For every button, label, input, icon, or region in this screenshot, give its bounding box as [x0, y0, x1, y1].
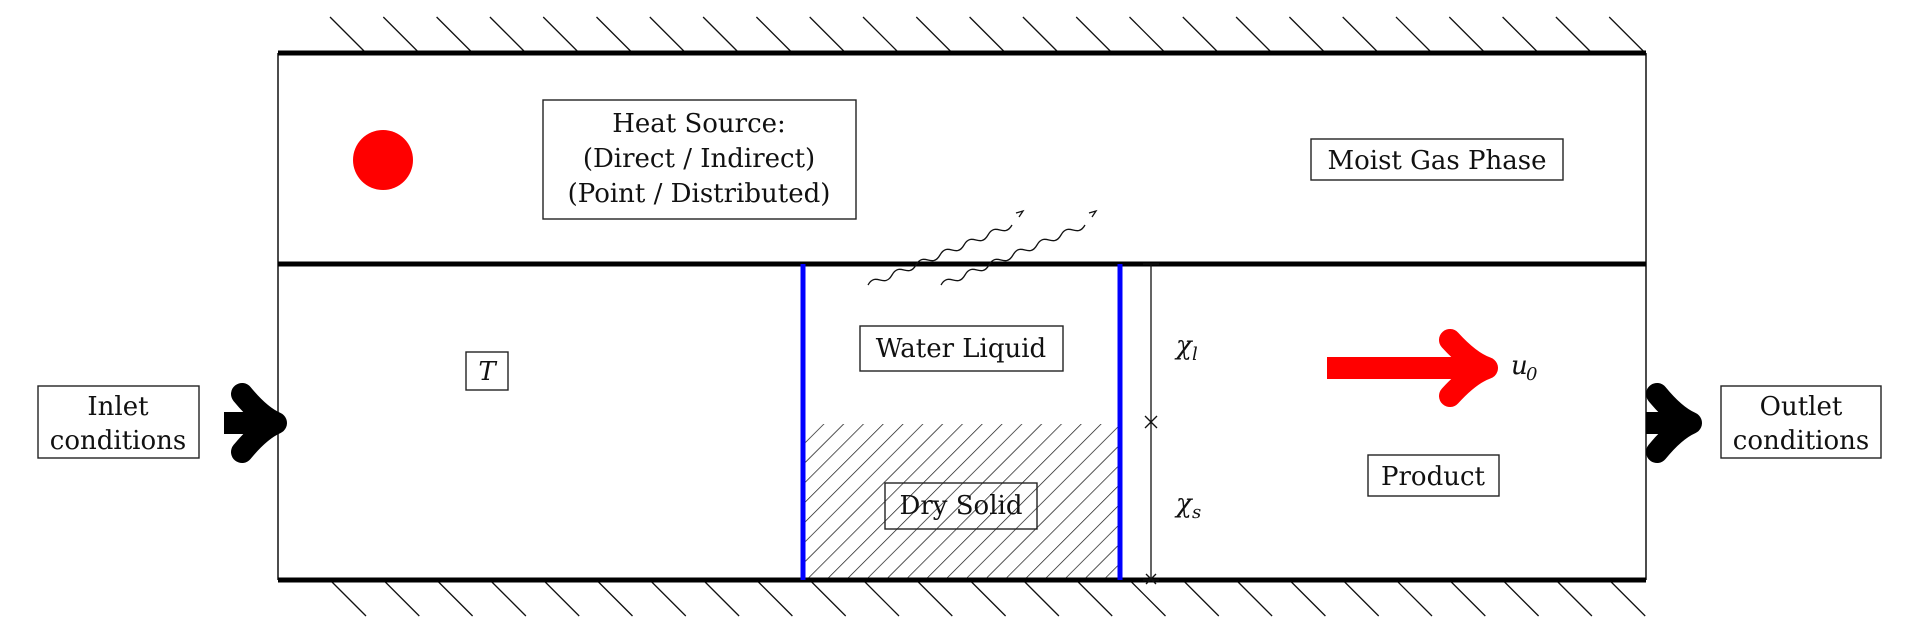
outlet-label: Outlet conditions — [1720, 385, 1882, 459]
hatch-stroke — [436, 579, 474, 617]
dry-solid-text: Dry Solid — [900, 491, 1023, 521]
hatch-stroke — [382, 579, 420, 617]
chi-s-label: χ s — [1174, 489, 1201, 523]
hatch-stroke — [436, 16, 474, 54]
product-label: Product — [1367, 454, 1500, 497]
hatch-stroke — [1235, 16, 1273, 54]
hatch-stroke — [1129, 579, 1166, 617]
hatch-stroke — [862, 16, 900, 54]
hatch-stroke — [1022, 16, 1060, 54]
inlet-label: Inlet conditions — [37, 385, 200, 459]
hatch-stroke — [1502, 16, 1540, 54]
hatch-stroke — [809, 16, 847, 54]
heat-source-line-3: (Point / Distributed) — [568, 179, 831, 209]
product-text: Product — [1381, 462, 1486, 492]
hatch-stroke — [969, 579, 1007, 617]
hatch-stroke — [702, 16, 740, 54]
hatch-stroke — [1235, 579, 1273, 617]
hatch-stroke — [1608, 579, 1646, 617]
hatch-stroke — [1342, 16, 1380, 54]
inlet-arrow-icon — [224, 383, 287, 463]
temperature-label: T — [465, 351, 509, 391]
hatch-stroke — [1182, 16, 1220, 54]
hatch-stroke — [1075, 16, 1113, 54]
hatch-stroke — [329, 16, 367, 54]
hatch-stroke — [915, 579, 953, 617]
heat-source-label: Heat Source: (Direct / Indirect) (Point … — [542, 99, 857, 220]
hatch-stroke — [1129, 16, 1166, 54]
thickness-dimension — [1143, 263, 1159, 585]
hatch-stroke — [1395, 579, 1433, 617]
hatch-stroke — [1288, 579, 1326, 617]
hatch-stroke — [1448, 579, 1486, 617]
water-liquid-text: Water Liquid — [876, 334, 1046, 364]
chi-s-symbol: χ — [1174, 489, 1194, 519]
hatch-stroke — [755, 579, 793, 617]
hatch-stroke — [1555, 579, 1593, 617]
outlet-line-1: Outlet — [1760, 392, 1843, 422]
hatch-stroke — [1502, 579, 1540, 617]
heat-source-dot-icon — [353, 130, 413, 190]
hatch-stroke — [489, 579, 527, 617]
hatch-stroke — [596, 579, 633, 617]
velocity-symbol: u — [1511, 351, 1528, 381]
hatch-stroke — [1448, 16, 1486, 54]
hatch-stroke — [969, 16, 1007, 54]
hatch-stroke — [542, 16, 580, 54]
inlet-line-2: conditions — [50, 426, 186, 456]
radiation-icon — [867, 209, 1098, 286]
water-liquid-label: Water Liquid — [859, 325, 1064, 372]
hatch-stroke — [915, 16, 953, 54]
flow-arrow-icon — [1327, 329, 1498, 407]
velocity-subscript: 0 — [1526, 364, 1537, 385]
temperature-symbol: T — [478, 357, 497, 387]
hatch-stroke — [1022, 579, 1060, 617]
dry-solid-label: Dry Solid — [884, 482, 1038, 530]
velocity-label: u 0 — [1511, 351, 1537, 385]
inlet-line-1: Inlet — [87, 392, 149, 422]
hatch-stroke — [489, 16, 527, 54]
heat-source-line-2: (Direct / Indirect) — [583, 144, 815, 174]
hatch-stroke — [755, 16, 793, 54]
hatch-stroke — [1075, 579, 1113, 617]
hatch-stroke — [1395, 16, 1433, 54]
outlet-line-2: conditions — [1733, 426, 1869, 456]
chi-l-symbol: χ — [1174, 331, 1194, 361]
hatch-stroke — [649, 16, 687, 54]
moist-gas-label: Moist Gas Phase — [1310, 138, 1564, 181]
hatch-stroke — [382, 16, 420, 54]
hatch-stroke — [1555, 16, 1593, 54]
hatch-stroke — [1182, 579, 1220, 617]
hatch-stroke — [862, 579, 900, 617]
hatch-stroke — [809, 579, 847, 617]
outlet-arrow-icon — [1646, 383, 1702, 463]
hatch-stroke — [1288, 16, 1326, 54]
hatch-stroke — [329, 579, 367, 617]
dry-solid-region — [805, 424, 1121, 579]
hatch-stroke — [1608, 16, 1646, 54]
hatch-stroke — [596, 16, 633, 54]
moist-gas-text: Moist Gas Phase — [1328, 146, 1547, 176]
hatch-stroke — [1342, 579, 1380, 617]
chi-s-subscript: s — [1192, 502, 1201, 523]
bottom-wall-hatching — [329, 579, 1646, 617]
top-wall-hatching — [329, 16, 1646, 54]
chi-l-subscript: l — [1192, 344, 1198, 365]
heat-source-line-1: Heat Source: — [612, 109, 786, 139]
hatch-stroke — [702, 579, 740, 617]
hatch-stroke — [542, 579, 580, 617]
chi-l-label: χ l — [1174, 331, 1198, 365]
hatch-stroke — [649, 579, 687, 617]
